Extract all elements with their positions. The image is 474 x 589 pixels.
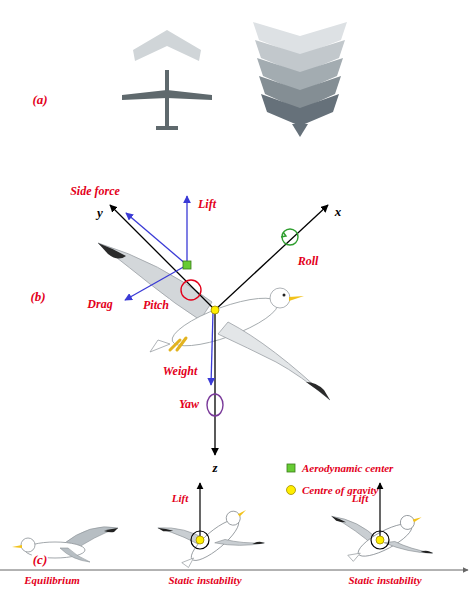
force-arrows: [125, 196, 213, 385]
yaw-moment: [207, 394, 223, 416]
force-label: Drag: [86, 298, 113, 311]
tilted-gull: [155, 477, 270, 589]
gliding-gull: [12, 527, 118, 562]
axis-label: z: [211, 461, 218, 475]
glider-tail: [156, 126, 178, 130]
axis-label: x: [334, 205, 343, 219]
centre-of-gravity-marker: [196, 536, 204, 544]
legend-swatch: [285, 484, 297, 496]
roll-moment: [282, 229, 298, 245]
bird-wing-stack: [253, 22, 347, 137]
instability-markers: [191, 483, 389, 549]
centre-of-gravity-marker: [376, 536, 384, 544]
side-force-arrow: [126, 213, 187, 265]
wing-tip: [306, 382, 330, 400]
moment-circle: [191, 531, 209, 549]
bird-tail: [292, 124, 308, 137]
state-label: Equilibrium: [23, 574, 81, 586]
state-label: Static instability: [167, 574, 242, 586]
moment-circle: [371, 531, 389, 549]
panel-tag: (a): [31, 93, 48, 107]
force-label: Weight: [162, 365, 198, 378]
moment-label: Pitch: [142, 299, 170, 312]
glider-fuselage: [165, 70, 169, 130]
legend-square: [287, 464, 295, 472]
glider-silhouette: [122, 70, 212, 130]
legend-entry: Centre of gravity: [285, 484, 378, 496]
gull-wing: [60, 548, 90, 562]
lift-arrow: [186, 196, 187, 265]
z-axis: [214, 310, 215, 455]
moment-symbols: [181, 229, 298, 416]
near-wing: [218, 322, 330, 400]
pitch-moment: [181, 280, 201, 300]
gull-eye: [283, 294, 286, 297]
wing-tip: [98, 243, 126, 259]
legend-entry: Aerodynamic center: [285, 462, 393, 474]
gull-beak: [289, 296, 304, 301]
gull-photo: [98, 243, 330, 400]
x-axis: [215, 205, 328, 310]
baseline-arrow: [0, 570, 468, 571]
gull-beak: [12, 545, 22, 548]
centre-of-gravity-marker: [211, 306, 219, 314]
legend-circle: [287, 486, 296, 495]
aerodynamic-center-marker: [183, 261, 191, 269]
gull-head: [270, 288, 290, 308]
moment-label: Yaw: [178, 398, 200, 411]
force-label: Lift: [171, 492, 190, 504]
gull-figure: [155, 477, 270, 589]
far-wing: [98, 243, 212, 320]
legend-text: Centre of gravity: [302, 484, 378, 496]
body-axes: [110, 205, 328, 455]
wing-tip: [104, 528, 118, 532]
glider-wing: [122, 90, 212, 100]
axis-label: y: [96, 206, 104, 220]
force-label: Lift: [197, 198, 217, 211]
state-label: Static instability: [347, 574, 422, 586]
gull-tail: [150, 340, 170, 352]
flying-wing-silhouette: [133, 30, 201, 61]
drag-arrow: [125, 265, 187, 300]
y-axis: [110, 205, 215, 310]
legend-text: Aerodynamic center: [302, 462, 393, 474]
bird-layer: [261, 94, 339, 126]
panel-tag: (b): [29, 290, 46, 304]
moment-label: Roll: [297, 255, 320, 268]
gull-head: [21, 538, 35, 552]
panel-tag: (c): [32, 553, 48, 567]
legend-swatch: [285, 462, 297, 474]
flying-wing: [133, 30, 201, 61]
force-label: Side force: [69, 185, 121, 198]
roll-head: [281, 232, 286, 237]
weight-arrow: [211, 312, 213, 385]
gull-feet: [170, 338, 186, 350]
